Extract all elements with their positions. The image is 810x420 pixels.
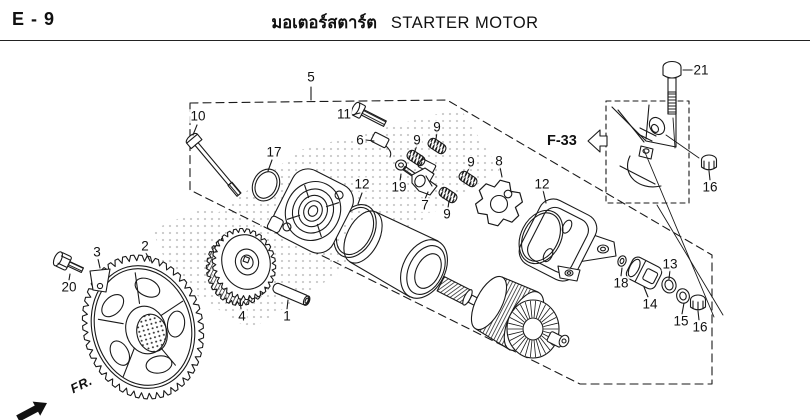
ref-arrow (587, 129, 608, 153)
ref-label-f33: F-33 (546, 133, 578, 149)
part-callout-5: 5 (306, 69, 316, 85)
part-callout-16: 16 (691, 319, 709, 335)
part-callout-15: 15 (672, 313, 690, 329)
part-callout-14: 14 (641, 296, 659, 312)
part-callout-19: 19 (390, 179, 408, 195)
part-callout-7: 7 (420, 197, 430, 213)
part-callout-21: 21 (692, 62, 710, 78)
page-title: มอเตอร์สตาร์ต STARTER MOTOR (0, 10, 810, 36)
starter-idle-gear-4 (205, 227, 277, 307)
brush-spring-9-d (438, 186, 458, 204)
o-ring-12-rear (518, 209, 564, 265)
part-callout-11: 11 (335, 106, 353, 122)
fr-direction-arrow (16, 401, 47, 420)
part-callout-9: 9 (466, 154, 476, 170)
part-callout-12: 12 (353, 176, 371, 192)
rear-bracket (518, 198, 617, 282)
o-ring-17 (251, 168, 281, 202)
armature (436, 275, 570, 359)
washer-15 (676, 288, 690, 304)
starter-driven-gear-2 (81, 254, 205, 400)
terminal-nut-16-lower (689, 294, 707, 311)
through-bolt-10 (185, 132, 242, 197)
shim-plate-3 (89, 268, 111, 293)
washer-18 (617, 255, 627, 267)
part-callout-8: 8 (494, 153, 504, 169)
page-header: E - 9 มอเตอร์สตาร์ต STARTER MOTOR (0, 0, 810, 41)
brush-spring-9-b (406, 149, 426, 167)
dowel-pin-1 (272, 282, 311, 306)
page-title-thai: มอเตอร์สตาร์ต (271, 14, 377, 32)
part-callout-16: 16 (701, 179, 719, 195)
part-callout-17: 17 (265, 144, 283, 160)
part-callout-10: 10 (189, 108, 207, 124)
brush-spring-9-c (458, 170, 478, 188)
page-title-english: STARTER MOTOR (390, 14, 539, 32)
o-ring-13 (661, 276, 677, 294)
part-callout-18: 18 (612, 275, 630, 291)
front-bracket (266, 168, 354, 254)
page-code: E - 9 (12, 9, 56, 29)
part-callout-20: 20 (60, 279, 78, 295)
carbon-brush-6 (370, 131, 392, 158)
brush-terminal-plate-8 (475, 179, 523, 227)
part-callout-6: 6 (355, 132, 365, 148)
part-callout-2: 2 (140, 238, 150, 254)
assembly-group-boundary (189, 99, 713, 385)
part-callout-9: 9 (432, 119, 442, 135)
bolt-20 (52, 251, 85, 274)
leader-lines (643, 117, 724, 318)
part-callout-1: 1 (282, 308, 292, 324)
flange-bolt-21 (662, 60, 695, 115)
brush-screw-19 (394, 159, 416, 178)
part-callout-12: 12 (533, 176, 551, 192)
crankcase-detail (611, 99, 677, 188)
part-callout-4: 4 (237, 308, 247, 324)
part-callout-9: 9 (412, 132, 422, 148)
terminal-nut-16-upper (700, 154, 718, 181)
brush-spring-9-a (427, 137, 447, 155)
part-callout-3: 3 (92, 244, 102, 260)
part-callout-9: 9 (442, 206, 452, 222)
mount-rubber-14 (625, 256, 663, 290)
terminal-bolt-11 (350, 101, 387, 127)
ref-detail-box (605, 100, 690, 204)
part-callout-13: 13 (661, 256, 679, 272)
